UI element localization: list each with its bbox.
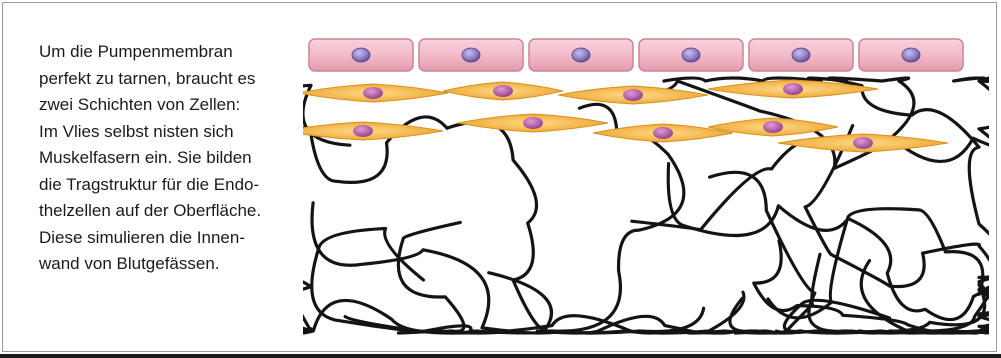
endothelial-cell (749, 39, 853, 71)
caption-text: Um die Pumpenmembran perfekt zu tarnen, … (39, 39, 309, 278)
muscle-nucleus (763, 121, 783, 133)
caption-line: zwei Schichten von Zellen: (39, 92, 309, 119)
muscle-fiber (303, 84, 448, 102)
caption-line: perfekt zu tarnen, braucht es (39, 66, 309, 93)
muscle-nucleus (493, 85, 513, 97)
muscle-nucleus (653, 127, 673, 139)
caption-line: Muskelfasern ein. Sie bilden (39, 145, 309, 172)
endothelial-cell (859, 39, 963, 71)
muscle-fiber-layer (303, 80, 948, 152)
cell-nucleus (352, 48, 370, 62)
endothelial-cell (309, 39, 413, 71)
fleece-strand (805, 79, 989, 287)
cell-nucleus (572, 48, 590, 62)
muscle-nucleus (783, 83, 803, 95)
cell-nucleus (682, 48, 700, 62)
muscle-nucleus (853, 137, 873, 149)
muscle-fiber (303, 122, 443, 140)
muscle-fiber (458, 114, 608, 132)
endothelial-cell-layer (309, 39, 963, 71)
cell-nucleus (902, 48, 920, 62)
caption-line: Diese simulieren die Innen- (39, 225, 309, 252)
muscle-fiber (778, 134, 948, 152)
bottom-rule (0, 354, 1001, 358)
endothelial-cell (419, 39, 523, 71)
muscle-fiber (558, 86, 708, 104)
muscle-fiber (443, 82, 563, 100)
caption-line: die Tragstruktur für die Endo- (39, 172, 309, 199)
fleece-strands (303, 78, 989, 333)
cell-nucleus (792, 48, 810, 62)
figure-frame: Um die Pumpenmembran perfekt zu tarnen, … (2, 2, 997, 352)
muscle-nucleus (353, 125, 373, 137)
muscle-nucleus (523, 117, 543, 129)
muscle-nucleus (363, 87, 383, 99)
caption-line: Im Vlies selbst nisten sich (39, 119, 309, 146)
membrane-illustration (303, 31, 989, 343)
caption-line: thelzellen auf der Oberfläche. (39, 198, 309, 225)
cell-nucleus (462, 48, 480, 62)
caption-line: Um die Pumpenmembran (39, 39, 309, 66)
muscle-nucleus (623, 89, 643, 101)
endothelial-cell (529, 39, 633, 71)
endothelial-cell (639, 39, 743, 71)
caption-line: wand von Blutgefässen. (39, 251, 309, 278)
